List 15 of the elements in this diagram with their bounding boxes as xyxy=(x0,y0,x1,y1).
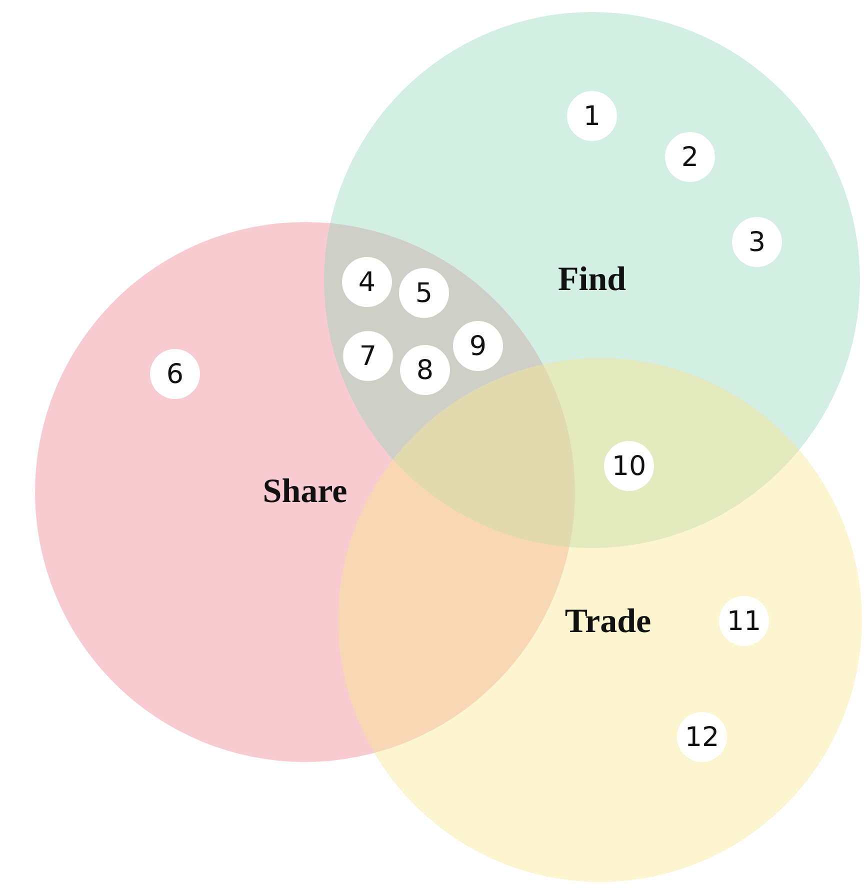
number-marker: 2 xyxy=(665,132,715,182)
number-marker: 3 xyxy=(732,217,782,267)
number-marker: 4 xyxy=(342,257,392,307)
number-marker: 11 xyxy=(719,596,769,646)
number-marker: 8 xyxy=(400,345,450,395)
number-marker: 6 xyxy=(150,349,200,399)
number-marker: 12 xyxy=(677,712,727,762)
number-marker: 9 xyxy=(453,321,503,371)
number-marker: 7 xyxy=(343,331,393,381)
number-marker: 10 xyxy=(604,441,654,491)
set-label: Share xyxy=(262,473,348,511)
set-label: Find xyxy=(558,261,626,299)
number-marker: 5 xyxy=(399,268,449,318)
number-marker: 1 xyxy=(567,91,617,141)
set-label: Trade xyxy=(564,603,652,641)
